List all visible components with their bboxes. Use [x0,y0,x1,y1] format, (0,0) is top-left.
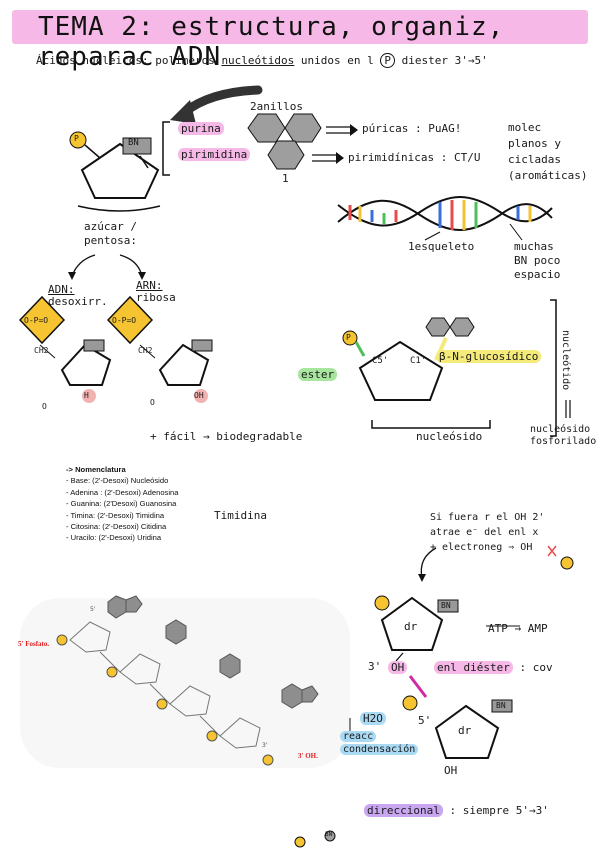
reaction-sugar-1-icon [380,596,444,651]
oh-bottom-label: OH [444,764,458,777]
purine-ring-1-icon [247,113,286,143]
deoxy-h-label: H [84,391,89,400]
reaction-phosphate-icon [560,556,574,570]
helix-rungs-icon [348,200,532,230]
title-highlight [12,10,588,44]
strand-image-background-icon [20,598,350,768]
h2o-label: H2O [360,712,386,725]
intro-text-c: unidos en l [300,54,374,67]
nomenclature-heading: -> Nomenclatura [66,465,126,474]
adn-label: ADN: desoxirr. [48,283,108,308]
strand-three-prime-label: 3' [262,742,268,749]
timidina-note: Timidina [214,509,267,522]
nucleotido-label: nucleótido [560,330,571,391]
nucleotide-sugar-icon [358,340,444,401]
c5-label: C5' [372,356,389,366]
phosphate-label: P [74,134,79,143]
five-prime-label: 5' [418,714,432,727]
nucleosido-label: nucleósido [416,430,483,443]
esqueleto-label: 1esqueleto [408,240,475,253]
strand-five-prime-label: 5' [90,606,96,613]
phosphate-diamond-2-label: O-P=O [112,316,137,325]
nomenclature-line: - Guanina: (2'Desoxi) Guanosina [66,499,177,509]
glucosidico-label: β-N-glucosídico [436,350,542,363]
ribose-oh-label: OH [194,391,204,400]
ester-label: ester [298,368,338,381]
page-title: TEMA 2: estructura, organiz, reparac ADN [38,12,505,72]
five-phosphate-label: 5' Fosfato. [18,640,50,648]
intro-text-d: diester 3'→5' [401,54,488,67]
intro-line: Ácidos nucleicos: polímeros nucleótidos … [36,53,488,68]
big-arrow-icon [180,85,263,117]
enl-diester-label: enl diéster : cov [434,661,553,674]
deoxy-o-label: O [42,402,47,411]
nomenclature-line: - Uracilo: (2'-Desoxi) Uridina [66,533,162,543]
one-ring-label: 1 [282,172,289,185]
base-box-icon [122,137,152,155]
pirimidina-label: pirimidina [178,148,251,161]
nomenclature-line: - Adenina : (2'-Desoxi) Adenosina [66,487,179,497]
condensation-note: reacc condensación [340,730,419,756]
three-prime-label: 3' [368,660,382,673]
reaction-bn-label-1: BN [441,601,451,610]
puricas-label: púricas : PuAG! [362,122,462,135]
three-oh-label: 3' OH. [298,752,318,760]
ribose-o-label: O [150,398,155,407]
nomenclature-line: - Citosina: (2'-Desoxi) Citidina [66,522,167,532]
two-rings-label: 2anillos [250,100,303,113]
reaction-note: Si fuera r el OH 2' atrae e⁻ del enl x +… [430,512,545,553]
sugar-pentagon-icon [80,142,160,199]
big-arrow-head-icon [170,100,196,124]
phosphate-diamond-1-icon [18,295,66,345]
intro-text-a: Ácidos nucleicos: polímeros [36,54,215,67]
nucleosido-fosforilado-label: nucleósido fosforilado [530,424,597,447]
helix-note: muchas BN poco espacio [514,240,561,281]
ch2-label-2: CH2 [138,346,153,355]
deoxyribose-ring-icon [60,343,112,386]
strand-phosphates-icon [56,634,274,766]
strand-bases-icon [107,595,319,709]
ribose-ring-icon [158,343,210,386]
ch2-label-1: CH2 [34,346,49,355]
intro-text-b: nucleótidos [221,54,295,67]
pirimidinicas-label: pirimidínicas : CT/U [348,151,481,164]
base-box-label: BN [128,138,139,148]
reaction-bn-label-2: BN [496,701,506,710]
biodegradable-note: + fácil → biodegradable [150,430,303,443]
phosphate-circle-icon [69,131,87,149]
dr-label-1: dr [404,620,418,633]
nucleotide-p-label: P [346,333,351,342]
strand-diagram-icon [69,621,261,749]
footer-phosphate-icon [294,836,306,848]
dr-label-2: dr [458,724,472,737]
pyrimidine-ring-icon [267,140,305,170]
helix-strand-1-icon [337,196,553,227]
nomenclature-line: - Timina: (2'-Desoxi) Timidina [66,510,165,520]
footer-bn-label: BN [325,831,333,838]
phosphate-diamond-2-icon [106,295,154,345]
purina-label: purina [178,122,224,135]
azucar-label: azúcar / pentosa: [84,220,137,247]
direccional-note: direccional : siempre 5'→3' [364,804,549,817]
nucleotide-phosphate-icon [342,330,358,346]
intro-p-circle: P [380,53,396,68]
arn-label: ARN: ribosa [136,279,176,304]
helix-strand-2-icon [337,199,553,231]
molec-note: molec planos y cicladas (aromáticas) [508,121,588,182]
nomenclature-line: - Base: (2'-Desoxi) Nucleósido [66,476,169,486]
purine-ring-2-icon [284,113,322,143]
phosphate-diamond-1-label: O-P=O [24,316,49,325]
c1-label: C1' [410,356,427,366]
atp-label: ATP → AMP [488,622,548,635]
reaction-sugar-2-icon [434,704,500,759]
nomenclature-box: -> Nomenclatura - Base: (2'-Desoxi) Nucl… [66,464,201,550]
reaction-oh-label: OH [388,661,408,674]
